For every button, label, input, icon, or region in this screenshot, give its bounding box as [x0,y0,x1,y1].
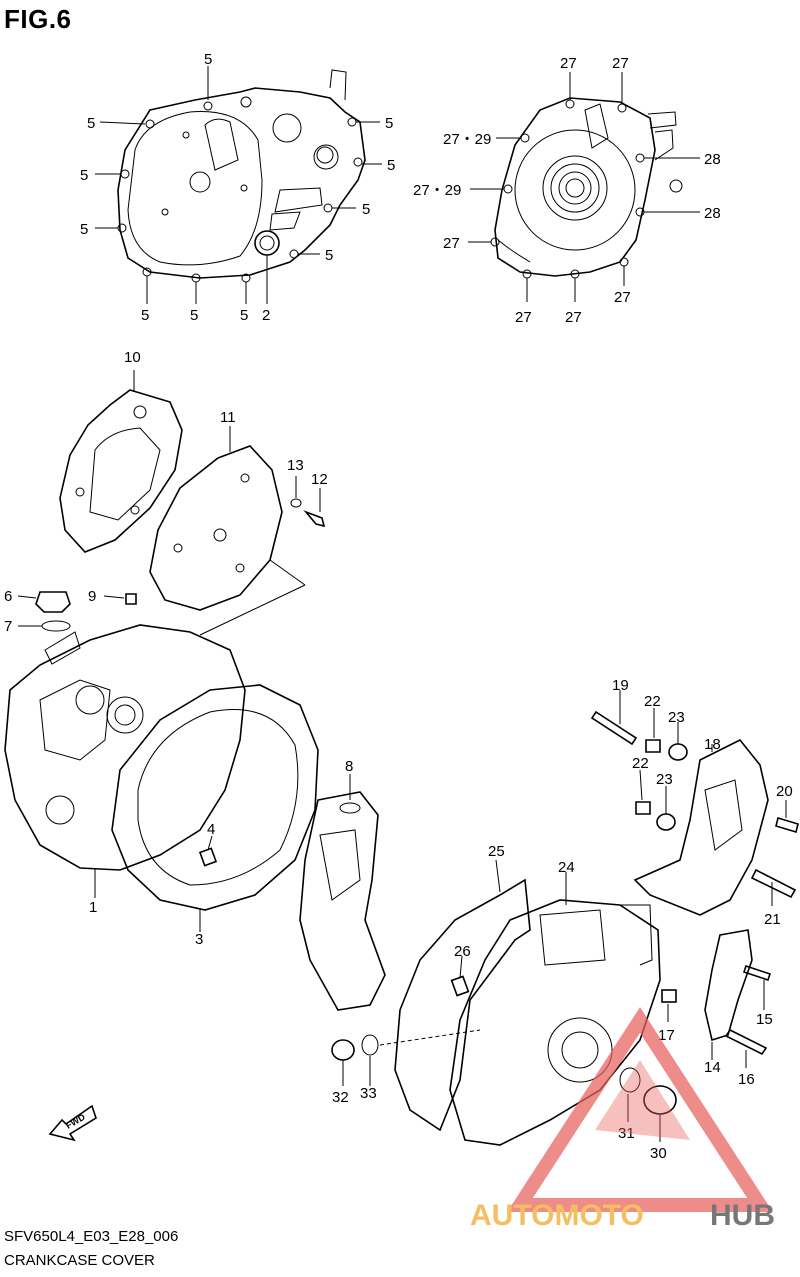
fwd-label: FWD [64,1112,87,1131]
callout-5: 5 [190,307,198,324]
callout-1: 1 [89,899,97,916]
callout-15: 15 [756,1011,773,1028]
callout-20: 20 [776,783,793,800]
leader-lines-top-right [468,72,700,302]
callout-5: 5 [240,307,248,324]
callout-22: 22 [632,755,649,772]
callout-24: 24 [558,859,575,876]
callout-5: 5 [204,51,212,68]
callout-4: 4 [207,821,215,838]
callout-10: 10 [124,349,141,366]
callout-12: 12 [311,471,328,488]
callout-27: 27 [515,309,532,326]
callout-17: 17 [658,1027,675,1044]
dowel-pin-26 [450,955,470,997]
callout-5: 5 [141,307,149,324]
gasket-25 [394,859,531,1132]
callout-7: 7 [4,618,12,635]
callout-26: 26 [454,943,471,960]
callout-33: 33 [360,1085,377,1102]
callout-11: 11 [220,409,236,426]
callout-5: 5 [87,115,95,132]
callout-5: 5 [325,247,333,264]
plate-10 [59,389,183,553]
guard-18 [633,738,769,916]
callout-28: 28 [704,205,721,222]
callout-5: 5 [387,157,395,174]
dowel-pin-17 [661,989,677,1022]
fwd-arrow-icon: FWD [48,1104,97,1142]
callout-5: 5 [385,115,393,132]
callout-25: 25 [488,843,505,860]
bracket-14 [704,929,753,1060]
callout-22: 22 [644,693,661,710]
callout-27: 27 [565,309,582,326]
callout-31: 31 [618,1125,635,1142]
callout-28: 28 [704,151,721,168]
callout-labels: 5 5 5 5 5 5 5 2 5 5 5 5 27 27 27・29 28 2… [4,51,793,1162]
bolt-9 [103,593,137,605]
figure-code: SFV650L4_E03_E28_006 [4,1228,179,1245]
callout-9: 9 [88,588,96,605]
watermark-text-dark: HUB [710,1199,775,1232]
callout-30: 30 [650,1145,667,1162]
callout-5: 5 [80,221,88,238]
callout-27: 27 [560,55,577,72]
plug-30-oring-31 [619,1067,677,1142]
figure-name: CRANKCASE COVER [4,1252,155,1269]
crankcase-cover-1 [4,624,246,871]
callout-8: 8 [345,758,353,775]
watermark-text-orange: AUTOMOTO [470,1199,644,1232]
callout-5: 5 [80,167,88,184]
callout-27: 27 [612,55,629,72]
callout-21: 21 [764,911,781,928]
callout-27-29: 27・29 [413,182,461,199]
callout-3: 3 [195,931,203,948]
callout-27: 27 [614,289,631,306]
callout-6: 6 [4,588,12,605]
stud-bolt-19 [590,690,638,746]
generator-cover-outline [490,97,683,279]
bolt-21 [750,868,797,906]
figure-title: FIG.6 [4,4,72,34]
callout-14: 14 [704,1059,721,1076]
callout-23: 23 [656,771,673,788]
plug-32-oring-33 [331,1029,481,1086]
bolt-12-washer-13 [290,476,326,528]
callout-16: 16 [738,1071,755,1088]
callout-18: 18 [704,736,721,753]
bushings-22-23 [635,708,688,831]
generator-cover-24 [449,872,661,1146]
leader-lines-top-left [95,66,382,304]
plate-11 [149,445,306,636]
callout-5: 5 [362,201,370,218]
gasket-3 [111,684,319,911]
leader-lines-middle-left [94,370,231,932]
callout-32: 32 [332,1089,349,1106]
callout-23: 23 [668,709,685,726]
watermark-triangle-icon [507,1007,773,1212]
clutch-cover-outline [117,69,366,283]
bolt-16 [724,1028,768,1068]
callout-27-29: 27・29 [443,131,491,148]
oil-filler-cap-6-oring-7 [17,591,71,632]
callout-2: 2 [262,307,270,324]
bolt-20 [775,800,799,834]
callout-19: 19 [612,677,629,694]
cover-plate-8 [299,774,386,1011]
bolt-15 [742,964,772,1010]
callout-27: 27 [443,235,460,252]
automotohub-watermark: AUTOMOTO HUB [470,1007,775,1232]
callout-13: 13 [287,457,304,474]
dowel-pin-4 [198,835,218,867]
